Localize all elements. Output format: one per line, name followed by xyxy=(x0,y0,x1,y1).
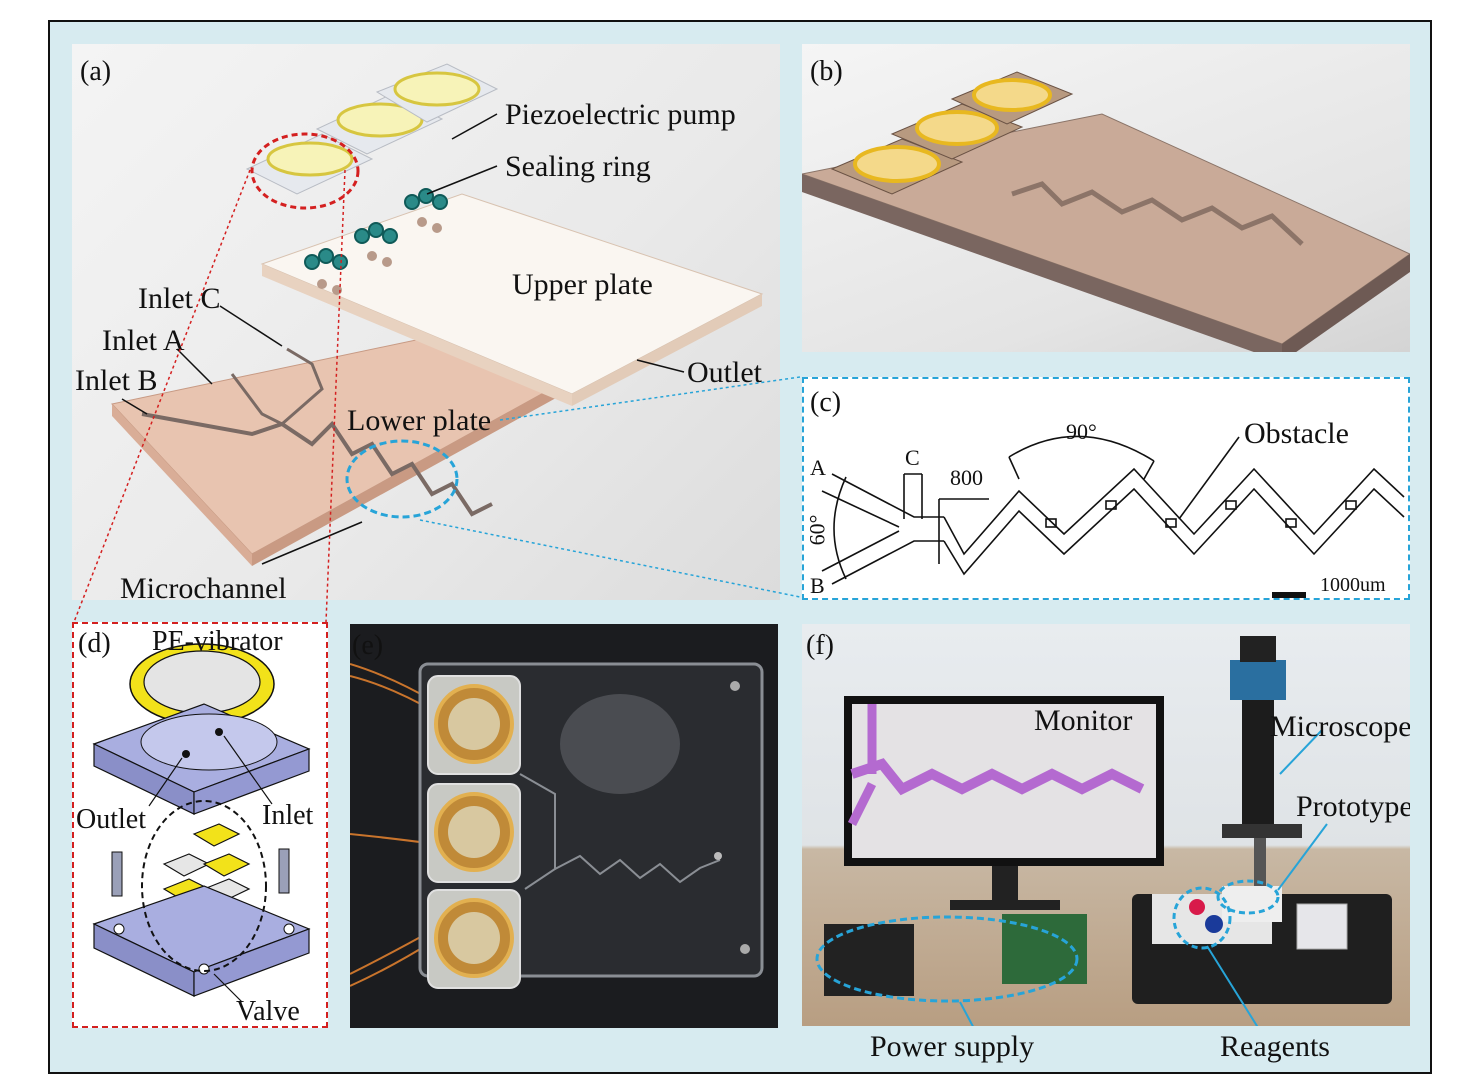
panel-f-label: (f) xyxy=(806,630,834,661)
label-valve: Valve xyxy=(236,996,300,1027)
label-microscope: Microscope xyxy=(1270,710,1410,743)
panel-f: (f) Monitor Microscope Prototype xyxy=(802,624,1410,1026)
channel-geometry-drawing xyxy=(821,435,1405,598)
panel-c: (c) A B C 800 90° 60° Obstacle 1000um xyxy=(802,377,1410,600)
blue-highlight-ellipse xyxy=(345,439,459,519)
panel-e-label: (e) xyxy=(352,630,384,661)
label-inlet-c: Inlet C xyxy=(138,282,221,315)
inlet-b-mark: B xyxy=(810,573,825,598)
label-outlet: Outlet xyxy=(687,356,762,389)
inlet-a-mark: A xyxy=(810,455,826,480)
panel-b: (b) xyxy=(802,44,1410,352)
panel-a: (a) Piezoelectric pump Sealing ring Uppe… xyxy=(72,44,780,600)
panel-a-label: (a) xyxy=(80,56,112,87)
inlet-c-mark: C xyxy=(905,445,920,470)
dimension-800: 800 xyxy=(950,465,983,490)
scale-bar xyxy=(1272,592,1306,598)
label-piezoelectric-pump: Piezoelectric pump xyxy=(505,98,736,131)
panel-d: (d) PE-vibrator Outlet Inlet Valve xyxy=(72,622,328,1028)
label-reagents: Reagents xyxy=(1220,1030,1330,1063)
label-inlet-a: Inlet A xyxy=(102,324,185,357)
label-obstacle: Obstacle xyxy=(1244,417,1349,450)
panel-d-label: (d) xyxy=(78,628,111,659)
label-power-supply: Power supply xyxy=(870,1030,1035,1063)
assembled-chip-render xyxy=(802,71,1410,352)
label-pump-outlet: Outlet xyxy=(76,804,146,835)
label-prototype: Prototype xyxy=(1296,790,1410,823)
angle-90: 90° xyxy=(1066,419,1097,444)
pump-exploded-drawing xyxy=(92,643,311,1003)
panel-b-label: (b) xyxy=(810,56,843,87)
angle-60: 60° xyxy=(804,514,830,546)
figure-frame: (a) Piezoelectric pump Sealing ring Uppe… xyxy=(48,20,1432,1074)
label-sealing-ring: Sealing ring xyxy=(505,150,651,183)
label-pump-inlet: Inlet xyxy=(262,800,314,831)
experimental-setup-photo xyxy=(815,636,1392,1026)
label-monitor: Monitor xyxy=(1034,704,1133,737)
label-upper-plate: Upper plate xyxy=(512,268,653,301)
label-microchannel: Microchannel xyxy=(120,572,287,601)
panel-c-label: (c) xyxy=(810,387,842,418)
panel-e: (e) xyxy=(350,624,778,1028)
red-highlight-circle xyxy=(250,132,360,210)
label-lower-plate: Lower plate xyxy=(347,404,492,437)
scale-bar-label: 1000um xyxy=(1320,574,1386,596)
label-inlet-b: Inlet B xyxy=(75,364,158,397)
label-pe-vibrator: PE-vibrator xyxy=(152,626,283,657)
prototype-photo xyxy=(350,662,764,989)
